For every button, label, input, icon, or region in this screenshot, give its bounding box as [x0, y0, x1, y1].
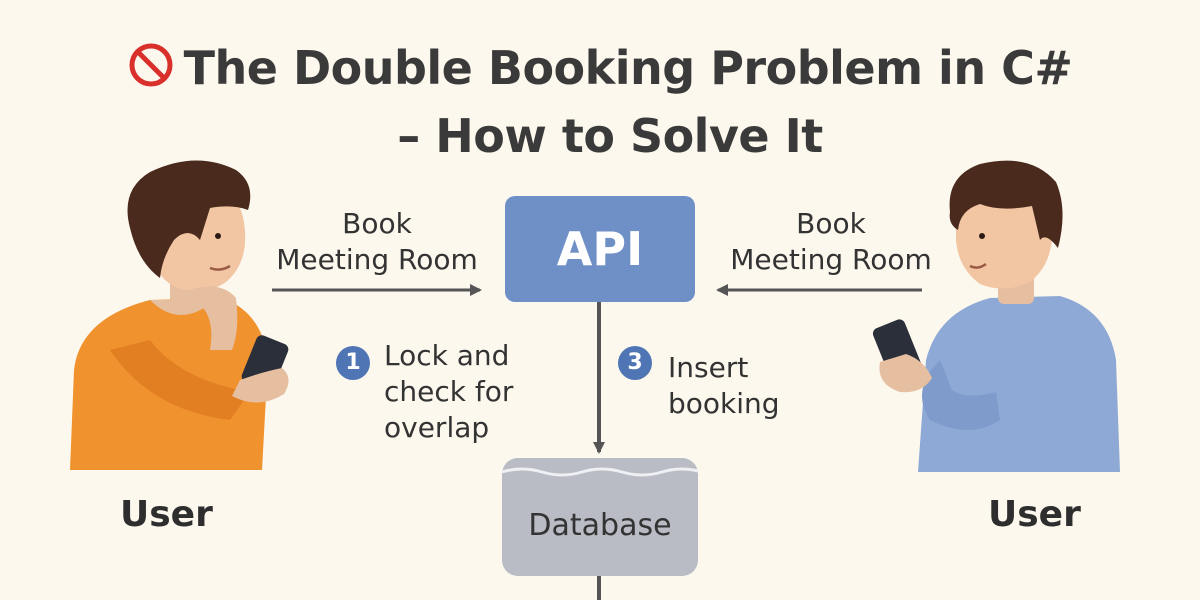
api-box: API: [505, 196, 695, 302]
left-request-label: Book Meeting Room: [262, 206, 492, 278]
step-3-text: Insert booking: [668, 350, 780, 422]
right-user-label: User: [988, 494, 1081, 535]
step-1-text: Lock and check for overlap: [384, 338, 513, 445]
api-label: API: [557, 222, 643, 276]
left-user-icon: [70, 160, 290, 470]
database-label: Database: [502, 508, 698, 543]
database-wave-icon: [502, 458, 698, 498]
step-3-badge: 3: [618, 346, 652, 380]
database-box: Database: [502, 458, 698, 576]
left-request-line2: Meeting Room: [262, 242, 492, 278]
step-1-line3: overlap: [384, 410, 513, 446]
right-request-line2: Meeting Room: [716, 242, 946, 278]
left-user-label: User: [120, 494, 213, 535]
step-1-badge: 1: [336, 346, 370, 380]
step-1-line2: check for: [384, 374, 513, 410]
step-3-line2: booking: [668, 386, 780, 422]
left-request-line1: Book: [262, 206, 492, 242]
step-3-line1: Insert: [668, 350, 780, 386]
right-request-line1: Book: [716, 206, 946, 242]
step-1-line1: Lock and: [384, 338, 513, 374]
right-request-label: Book Meeting Room: [716, 206, 946, 278]
